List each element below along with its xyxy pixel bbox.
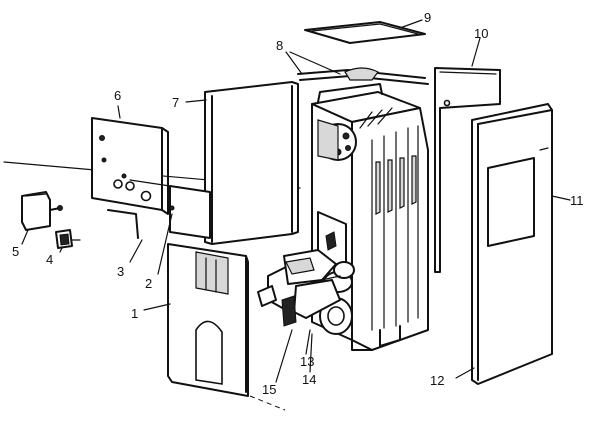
callout-6: 6: [114, 88, 121, 103]
assembly-axis-line-lower: [249, 395, 286, 411]
part-8-top-rails: [297, 67, 429, 85]
part-5-junction-box: [21, 191, 63, 231]
callout-14: 14: [302, 372, 316, 387]
callout-12: 12: [430, 373, 444, 388]
callout-13: 13: [300, 354, 314, 369]
callout-4: 4: [46, 252, 53, 267]
callout-8: 8: [276, 38, 283, 53]
callout-7: 7: [172, 95, 179, 110]
callout-10: 10: [474, 26, 488, 41]
part-11-right-side-panel: [471, 103, 553, 385]
part-3-bracket: [107, 209, 139, 239]
callout-9: 9: [424, 10, 431, 25]
part-4-switch: [55, 229, 81, 249]
part-9-top-cover: [304, 21, 426, 44]
leader-lines: [21, 19, 571, 383]
callout-3: 3: [117, 264, 124, 279]
part-2-rail: [129, 179, 211, 239]
part-1-front-panel: [167, 243, 249, 397]
part-10-right-rear-panel: [434, 67, 501, 273]
callout-11: 11: [570, 193, 584, 208]
callout-15: 15: [262, 382, 276, 397]
burner-assembly: [257, 249, 355, 335]
part-6-control-panel: [91, 117, 169, 215]
callout-1: 1: [131, 306, 138, 321]
callout-2: 2: [145, 276, 152, 291]
part-7-left-rear-panel: [204, 81, 299, 245]
callout-5: 5: [12, 244, 19, 259]
